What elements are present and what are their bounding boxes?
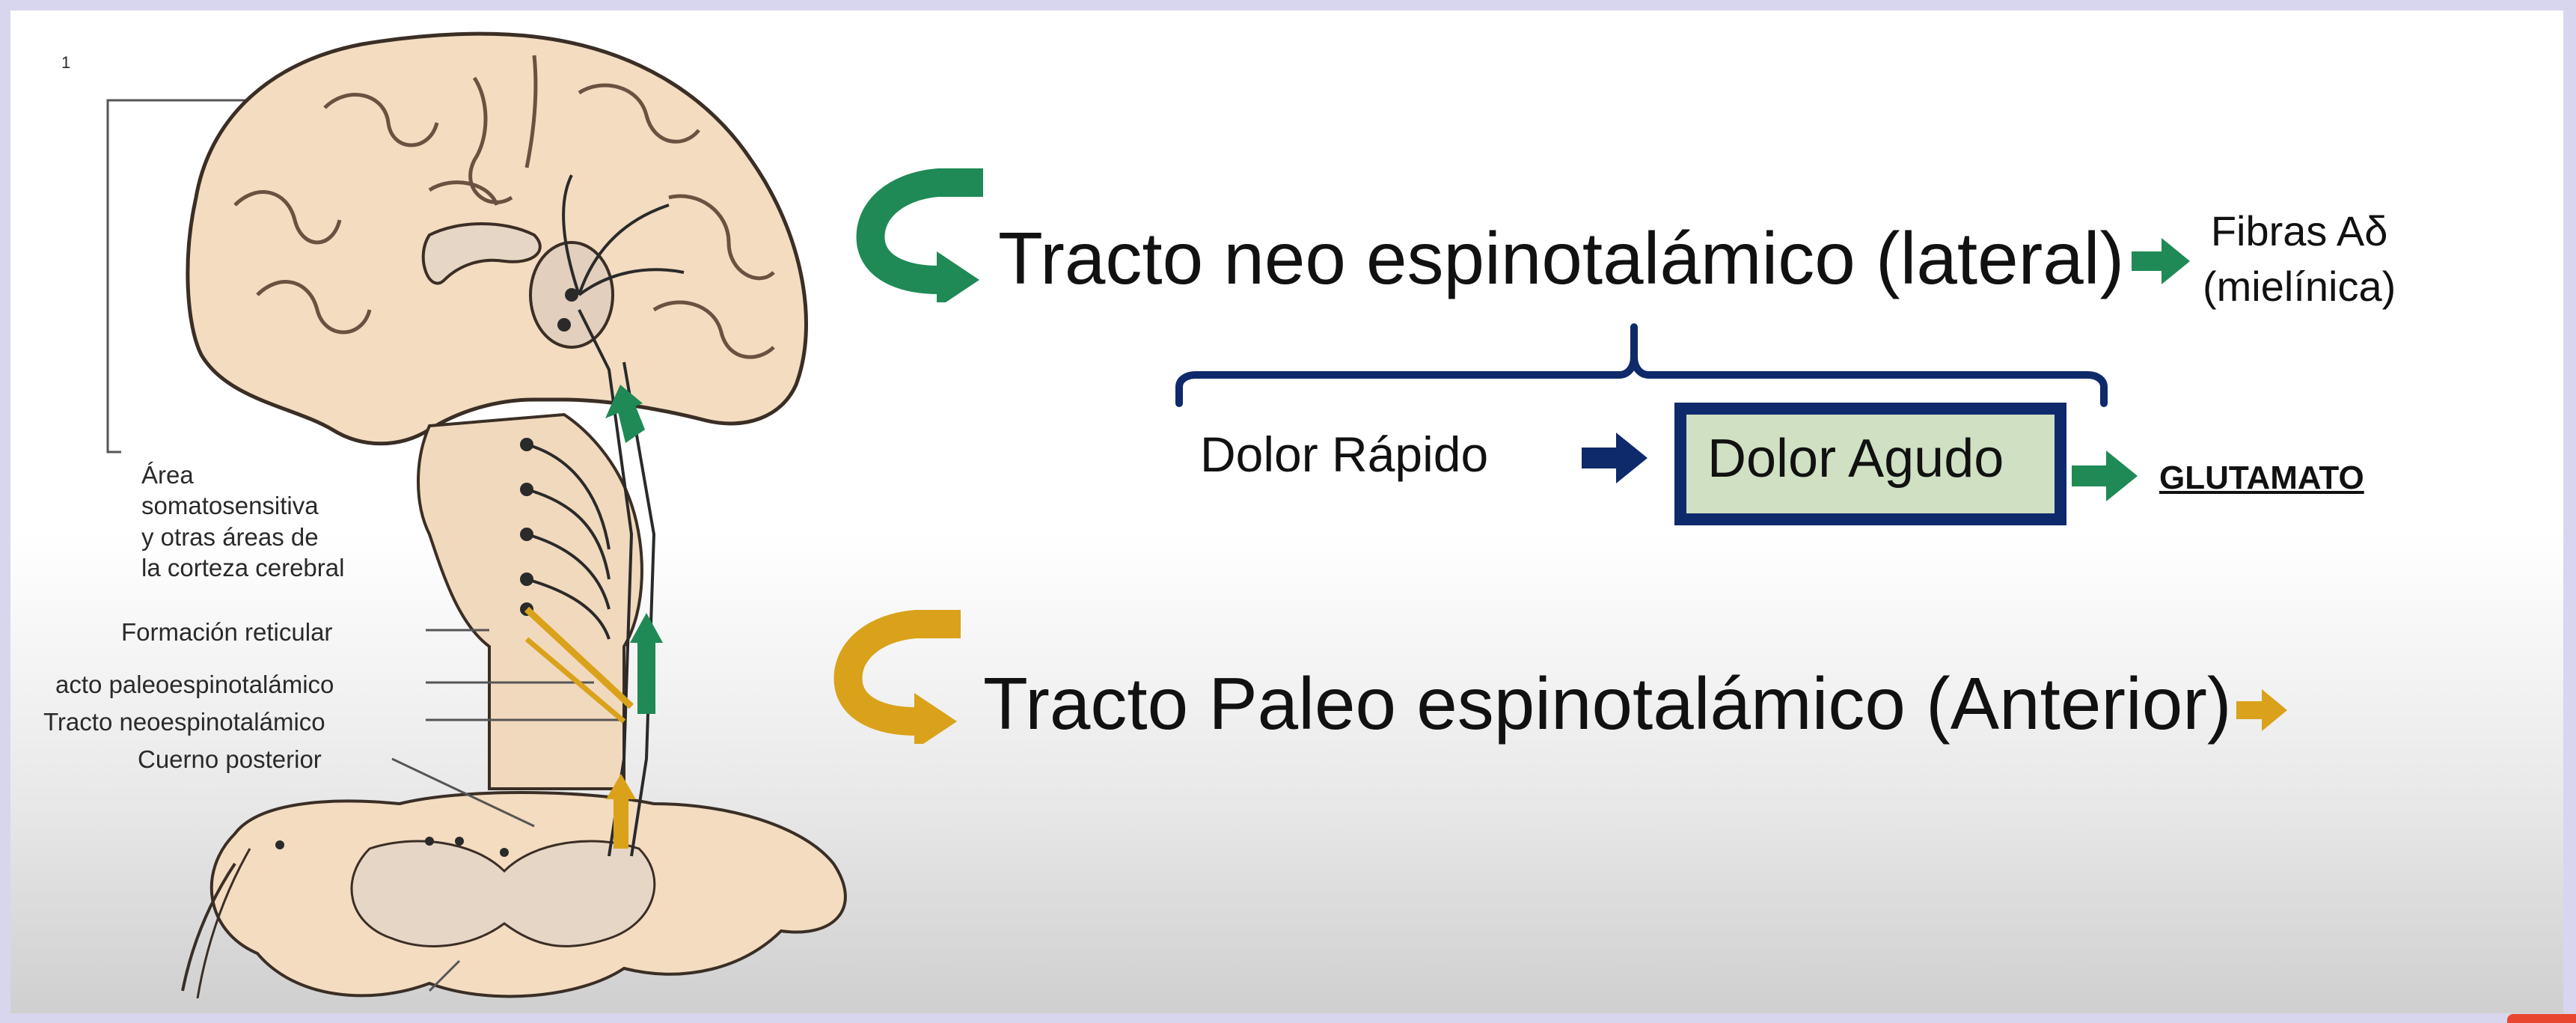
corner-badge bbox=[2507, 1014, 2576, 1023]
label-line: y otras áreas de bbox=[141, 522, 319, 551]
brain-spinal-cord-illustration bbox=[106, 31, 847, 999]
curved-arrow-gold-icon bbox=[833, 610, 961, 744]
paleo-tract-line bbox=[524, 637, 626, 724]
mielinica: (mielínica) bbox=[2203, 262, 2396, 310]
dolor-agudo: Dolor Agudo bbox=[1686, 415, 2055, 513]
nerve-root bbox=[181, 862, 236, 992]
gray-matter bbox=[350, 840, 656, 947]
glutamato: GLUTAMATO bbox=[2159, 459, 2364, 496]
dolor-rapido: Dolor Rápido bbox=[1200, 427, 1489, 482]
label-line: la corteza cerebral bbox=[141, 553, 345, 581]
neo-tract-title: Tracto neo espinotalámico (lateral) bbox=[998, 217, 2125, 299]
anatomy-figure: 1 Área somatosensitiva y otras áreas de … bbox=[10, 10, 878, 1013]
paleo-tract-title: Tracto Paleo espinotalámico (Anterior) bbox=[983, 662, 2232, 745]
arrow-right-green-icon bbox=[2132, 238, 2190, 284]
label-tracto-paleo: acto paleoespinotalámico bbox=[55, 671, 334, 698]
arrow-right-green-icon bbox=[2072, 451, 2138, 501]
dolor-agudo-box: Dolor Agudo bbox=[1674, 403, 2066, 525]
label-area-somatosensitiva: Área somatosensitiva y otras áreas de la… bbox=[141, 459, 344, 583]
curved-arrow-green-icon bbox=[856, 168, 983, 302]
paleo-tract-arrow bbox=[606, 774, 636, 849]
label-line: Área bbox=[141, 461, 194, 489]
fibras-a-delta: Fibras Aδ bbox=[2210, 207, 2388, 254]
area-bracket-line bbox=[106, 99, 254, 454]
arrow-right-navy-icon bbox=[1582, 433, 1648, 483]
arrow-right-gold-icon bbox=[2236, 689, 2287, 731]
neo-tract-arrow-upper bbox=[605, 385, 645, 443]
label-cuerno-posterior: Cuerno posterior bbox=[138, 745, 322, 773]
label-tracto-neo: Tracto neoespinotalámico bbox=[43, 708, 325, 736]
lateral-ventricle bbox=[421, 222, 542, 285]
nerve-root bbox=[196, 848, 251, 999]
paleo-tract-line bbox=[524, 606, 634, 709]
brain-gyri bbox=[233, 55, 775, 359]
slide: 1 Área somatosensitiva y otras áreas de … bbox=[10, 10, 2563, 1013]
label-line: somatosensitiva bbox=[141, 492, 319, 520]
grouping-brace bbox=[1175, 323, 2108, 407]
fibras-label: Fibras Aδ (mielínica) bbox=[2203, 204, 2396, 314]
neo-tract-arrow bbox=[630, 613, 663, 714]
leader-lines bbox=[391, 629, 624, 992]
page-number: 1 bbox=[61, 53, 71, 72]
label-formacion-reticular: Formación reticular bbox=[121, 618, 333, 646]
